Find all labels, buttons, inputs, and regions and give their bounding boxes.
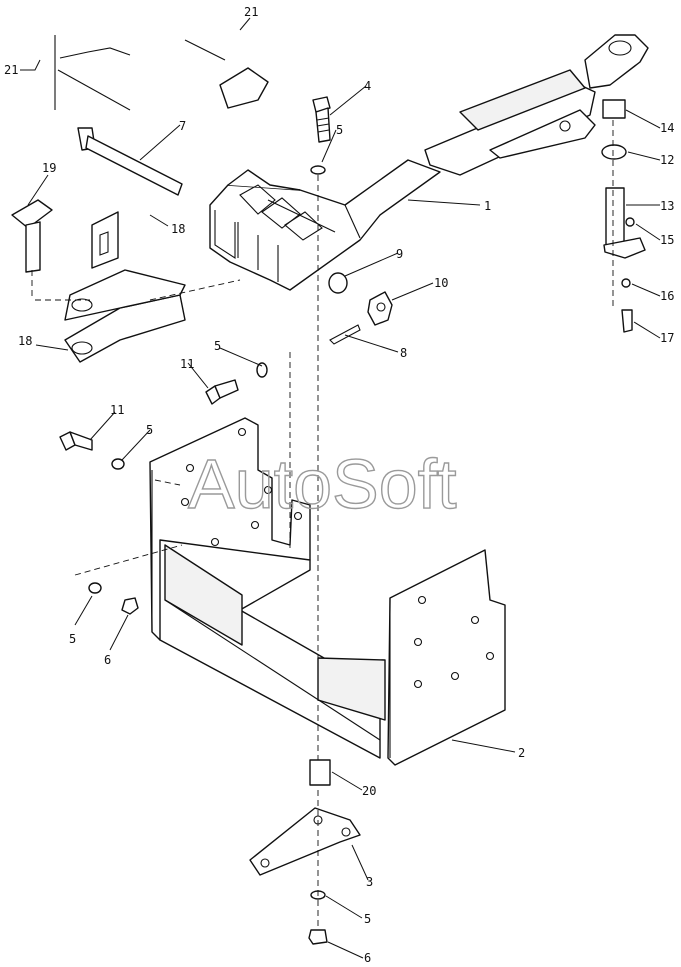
callout-17: 17	[660, 331, 674, 345]
callout-21-left: 21	[4, 63, 18, 77]
nut-6-bottom	[308, 929, 328, 945]
callout-18-left: 18	[18, 334, 32, 348]
washer-5-upper-right	[256, 362, 268, 378]
bushing-14-part	[602, 99, 626, 119]
pivot-pin-7-part	[77, 127, 183, 196]
callout-15: 15	[660, 233, 674, 247]
callout-20: 20	[362, 784, 376, 798]
washer-5-top	[310, 165, 326, 175]
washer-12-part	[601, 144, 627, 160]
nut-6-left	[121, 597, 139, 615]
callouts: 1 2 3 4 5 5 5 5 5 6 6 7 8 9 10 11 11 12 …	[4, 5, 674, 965]
callout-19: 19	[42, 161, 56, 175]
callout-21-top: 21	[244, 5, 258, 19]
cotter-pin-8-part	[329, 324, 361, 345]
bolt-17-part	[621, 309, 633, 333]
lock-pin-19-part	[11, 199, 53, 273]
callout-18-right: 18	[171, 222, 185, 236]
callout-14: 14	[660, 121, 674, 135]
callout-6-left: 6	[104, 653, 111, 667]
chain-21-part	[54, 35, 269, 111]
callout-5-upper: 5	[214, 339, 221, 353]
callout-3: 3	[366, 875, 373, 889]
washer-16-part	[621, 278, 631, 288]
mounting-frame-part	[149, 417, 506, 766]
leader-lines	[20, 17, 661, 959]
spacer-20-part	[309, 759, 331, 786]
callout-2: 2	[518, 746, 525, 760]
callout-4: 4	[364, 79, 371, 93]
washer-9-part	[328, 272, 348, 294]
castle-nut-10-part	[367, 291, 393, 326]
callout-7: 7	[179, 119, 186, 133]
callout-16: 16	[660, 289, 674, 303]
callout-13: 13	[660, 199, 674, 213]
callout-5-top: 5	[336, 123, 343, 137]
callout-5-bottom: 5	[364, 912, 371, 926]
callout-12: 12	[660, 153, 674, 167]
callout-11-upper: 11	[180, 357, 194, 371]
callout-8: 8	[400, 346, 407, 360]
swing-plate-part	[249, 807, 361, 876]
callout-11-lower: 11	[110, 403, 124, 417]
bolt-4-part	[312, 96, 331, 143]
callout-5-left: 5	[146, 423, 153, 437]
bolt-11-upper	[205, 379, 239, 405]
clevis-18-part	[64, 211, 186, 363]
bolt-11-lower	[59, 431, 93, 451]
washer-5-left	[111, 458, 125, 470]
autosoft-watermark: AutoSoft	[188, 445, 457, 523]
callout-6-bottom: 6	[364, 951, 371, 965]
pin-13-part	[603, 187, 646, 259]
callout-1: 1	[484, 199, 491, 213]
callout-10: 10	[434, 276, 448, 290]
washer-15-part	[625, 217, 635, 227]
alignment-lines	[31, 120, 614, 930]
drawbar-part	[209, 34, 649, 291]
callout-9: 9	[396, 247, 403, 261]
callout-5-lower-left: 5	[69, 632, 76, 646]
washer-5-lower-left	[88, 582, 102, 594]
